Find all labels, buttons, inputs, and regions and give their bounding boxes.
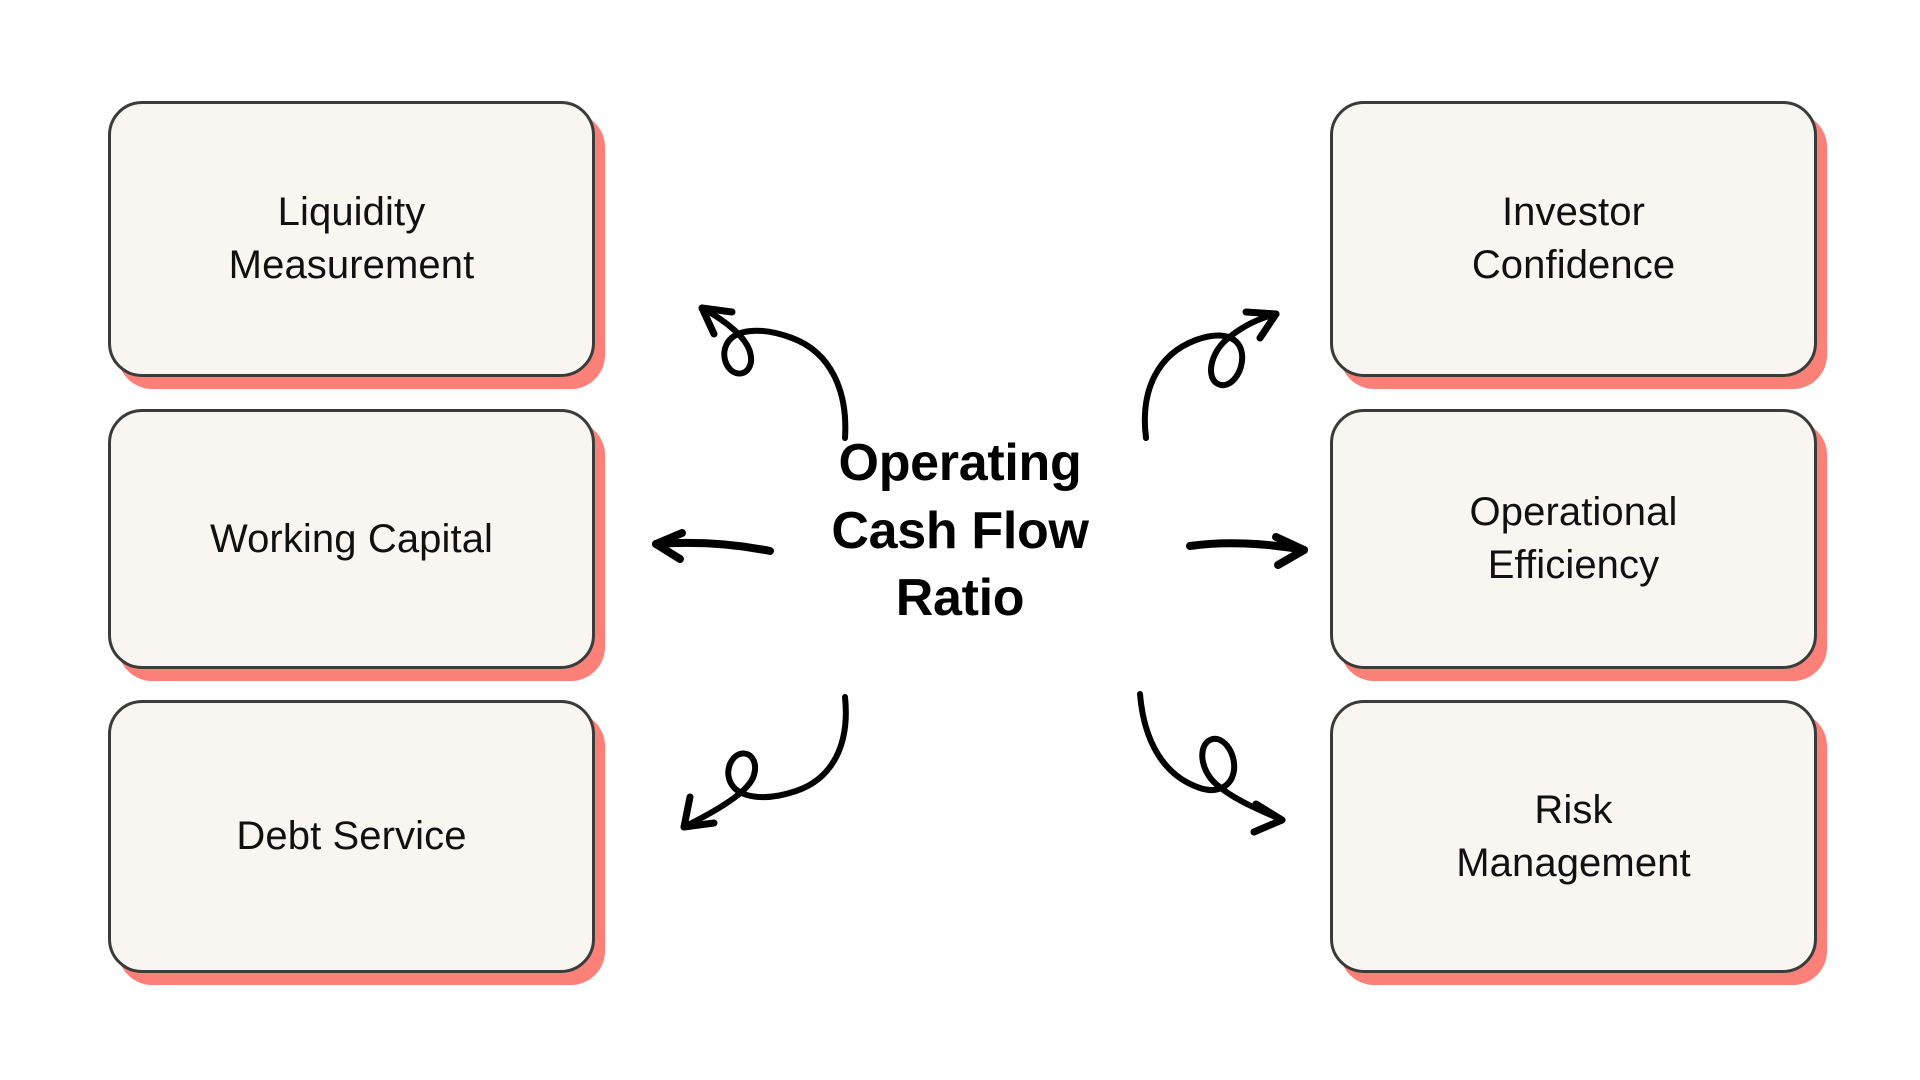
arrow-left-icon (652, 529, 774, 563)
card-label: Working Capital (209, 516, 494, 561)
arrow-down-right-icon (1137, 691, 1286, 836)
card-liquidity-measurement[interactable]: Liquidity Measurement (108, 101, 595, 377)
card-label: Operational Efficiency (1469, 490, 1678, 587)
card-investor-confidence[interactable]: Investor Confidence (1330, 101, 1817, 377)
card-label: Liquidity Measurement (228, 190, 475, 287)
card-label: Investor Confidence (1471, 190, 1676, 287)
card-risk-management[interactable]: Risk Management (1330, 700, 1817, 973)
card-label: Risk Management (1456, 787, 1691, 885)
card-debt-service[interactable]: Debt Service (108, 700, 595, 973)
card-operational-efficiency[interactable]: Operational Efficiency (1330, 409, 1817, 669)
arrow-down-left-icon (680, 694, 849, 831)
center-title: Operating Cash Flow Ratio (831, 434, 1089, 628)
arrow-right-icon (1186, 533, 1308, 569)
card-label: Debt Service (236, 814, 467, 859)
card-working-capital[interactable]: Working Capital (108, 409, 595, 669)
